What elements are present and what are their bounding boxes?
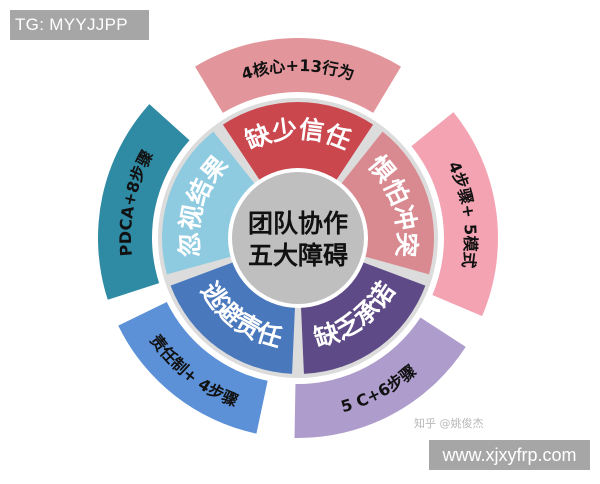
outer-sector-shape	[97, 104, 190, 300]
center-title-line1: 团队协作	[248, 209, 348, 238]
outer-sector: PDCA+8步骤	[97, 104, 190, 300]
center-title-line2: 五大障碍	[248, 241, 348, 270]
credit-text: 知乎 @姚俊杰	[414, 417, 484, 430]
outer-sector-shape	[294, 317, 466, 439]
inner-sector: 缺少信任	[222, 102, 374, 187]
watermark-top-left: TG: MYYJJPP	[10, 10, 149, 40]
inner-sector-shape	[222, 102, 374, 187]
outer-sector-shape	[194, 38, 402, 113]
outer-sector-shape	[118, 302, 268, 434]
inner-sector: 缺乏承诺	[300, 259, 426, 374]
outer-sector: 责任制+ 4步骤	[118, 302, 268, 434]
outer-sector: 4核心+13行为	[194, 38, 402, 113]
outer-sector-shape	[411, 112, 499, 317]
center-hub-disc	[232, 172, 364, 304]
inner-sector-shape	[170, 259, 296, 374]
outer-sector: 4步骤+ 5模式	[411, 112, 499, 317]
inner-sector-shape	[300, 259, 426, 374]
watermark-bottom-right: www.xjxyfrp.com	[429, 440, 590, 470]
